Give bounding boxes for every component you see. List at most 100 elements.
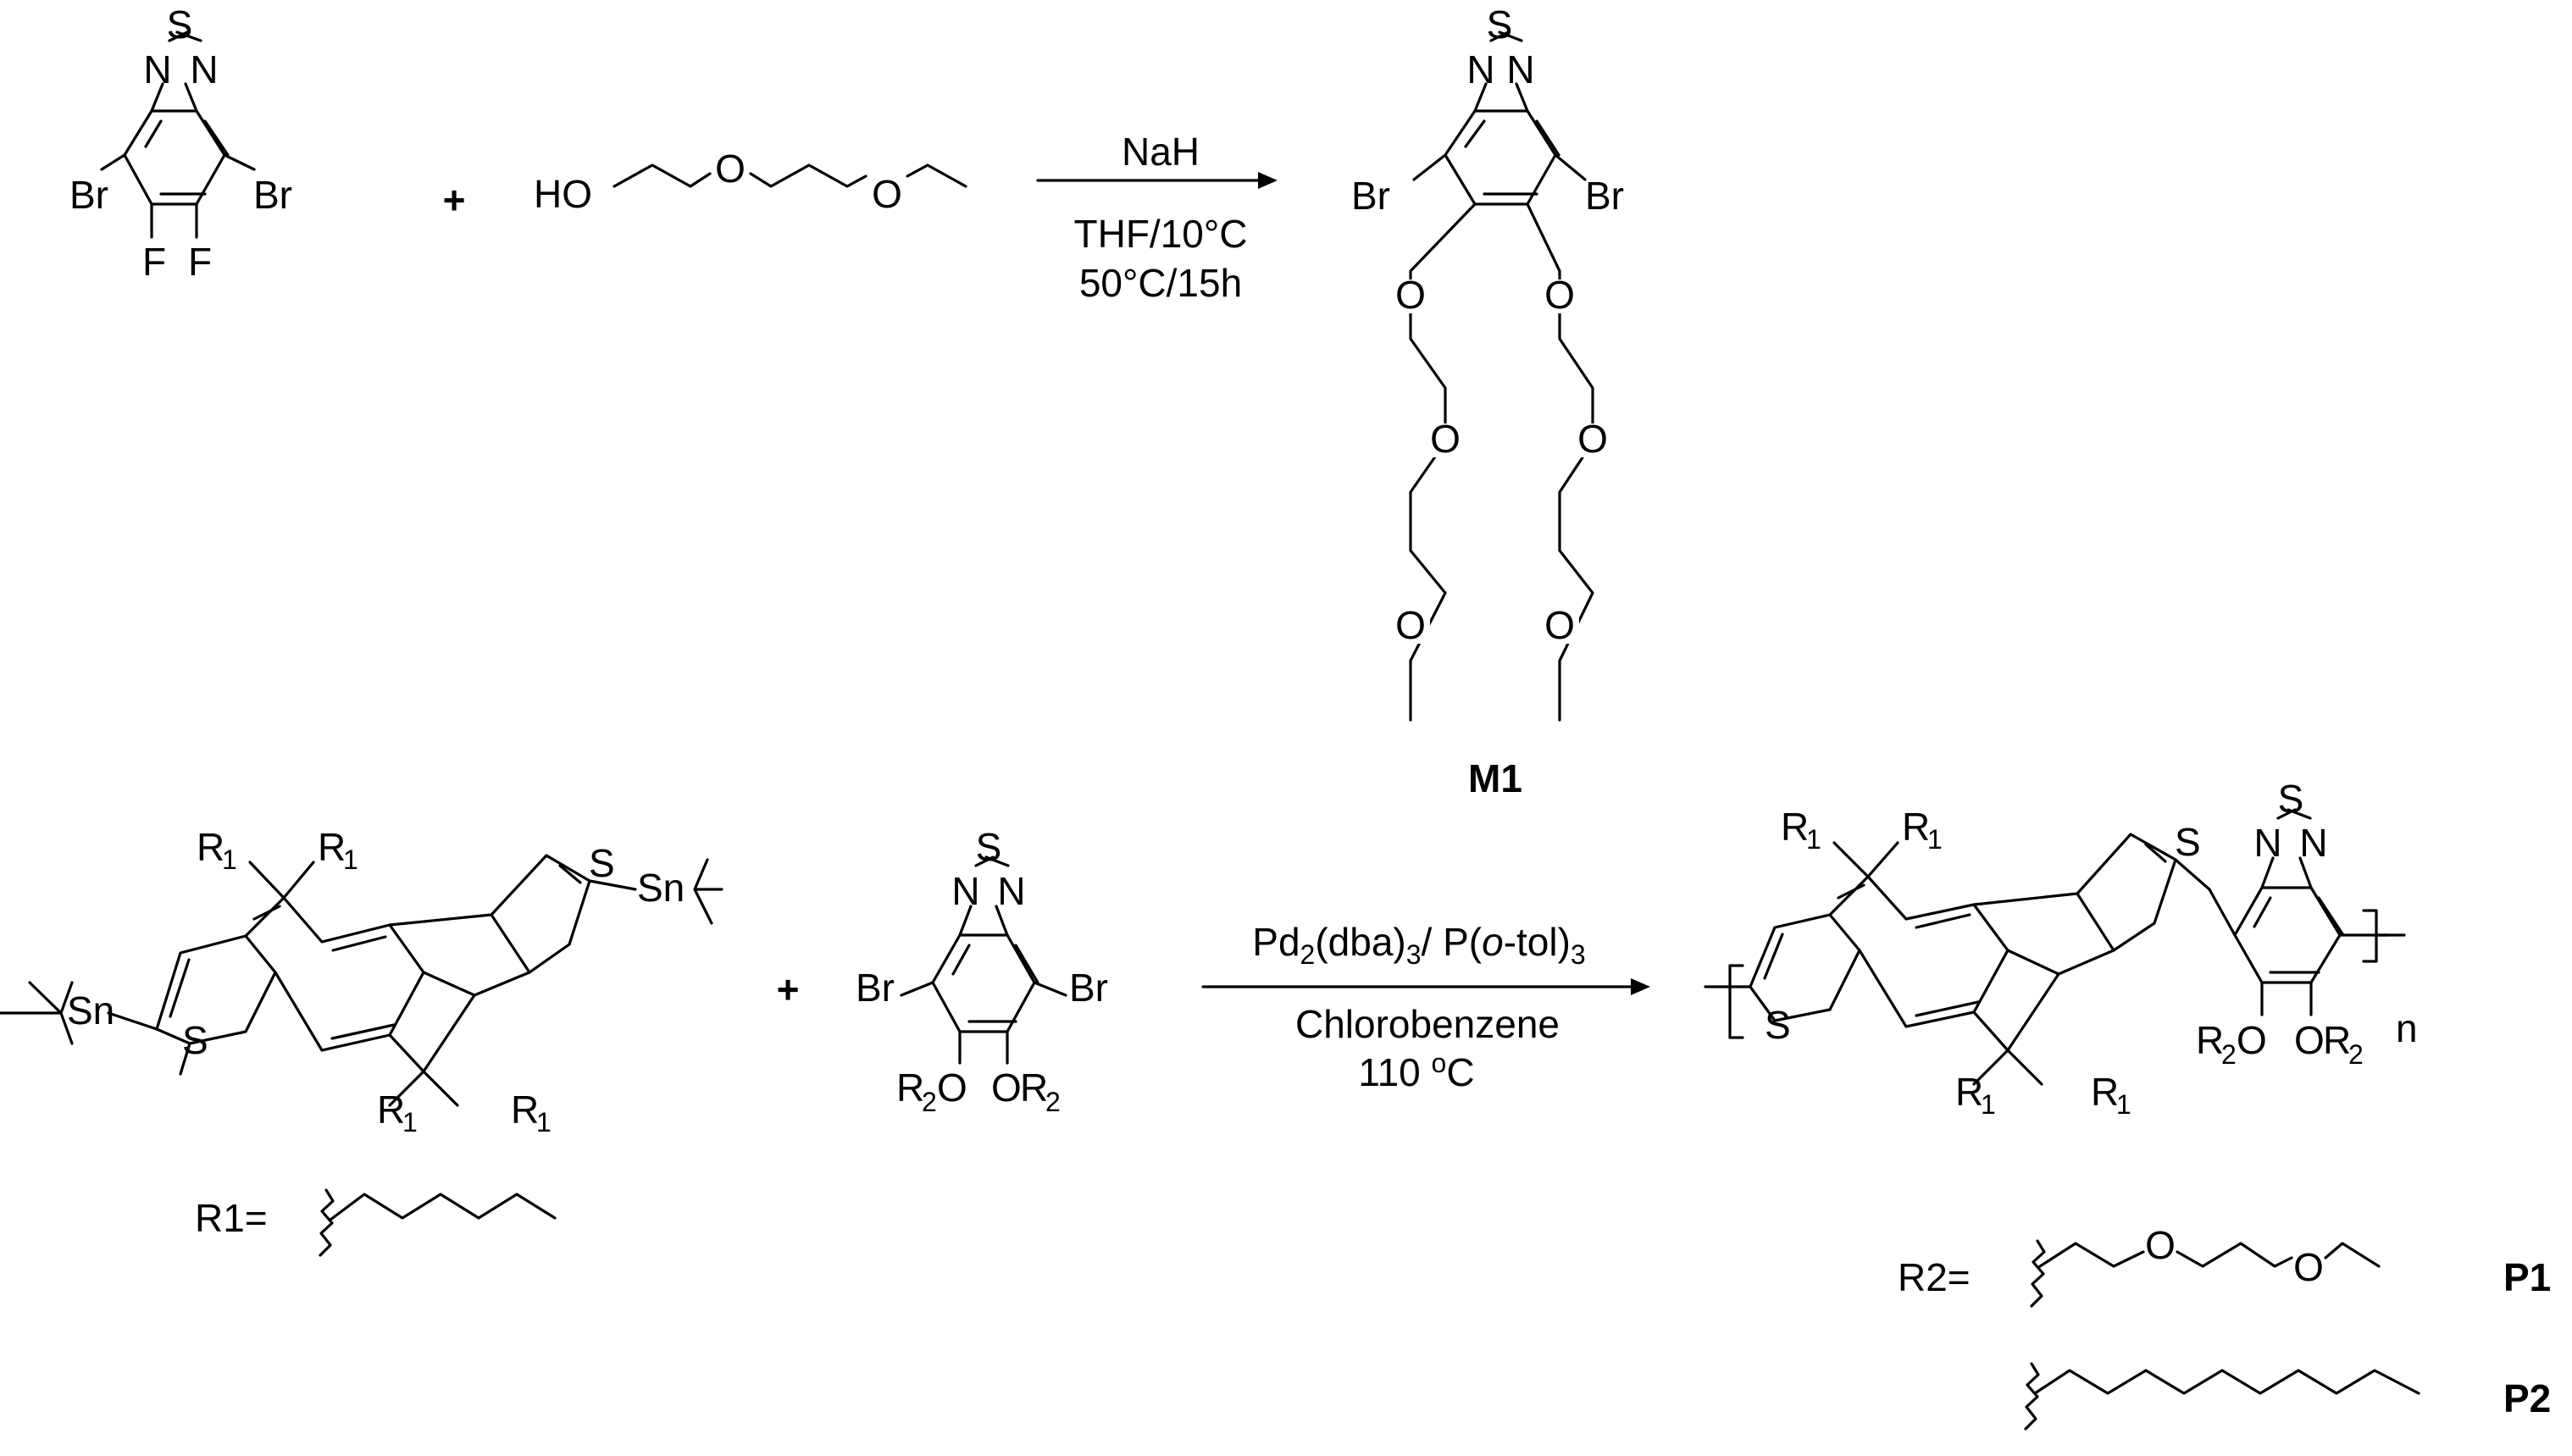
svg-text:R: R <box>1955 1070 1983 1114</box>
distannyl-idt-monomer: S S Sn Sn R 1 R 1 R 1 R 1 <box>0 825 723 1138</box>
atom-o: O <box>1544 603 1575 647</box>
svg-text:R: R <box>377 1088 405 1132</box>
atom-s: S <box>1487 3 1513 47</box>
svg-text:R: R <box>2091 1070 2119 1114</box>
svg-text:R: R <box>197 825 224 869</box>
svg-text:O: O <box>991 1066 1022 1110</box>
or2-left: R 2 O <box>896 1066 967 1117</box>
atom-s: S <box>182 1018 208 1062</box>
atom-n: N <box>997 869 1025 913</box>
plus-sign: + <box>777 967 800 1011</box>
atom-s: S <box>589 841 615 885</box>
r1-group-top-left: R 1 <box>197 825 237 875</box>
svg-text:O: O <box>2294 1018 2325 1062</box>
svg-text:2: 2 <box>1045 1087 1061 1117</box>
atom-n: N <box>190 47 218 91</box>
atom-br: Br <box>69 173 108 217</box>
svg-text:R: R <box>318 825 346 869</box>
hydroxyl-group: HO <box>534 172 592 216</box>
product-label-m1: M1 <box>1468 756 1522 800</box>
dibromo-difluoro-benzothiadiazole: N S N Br Br F F <box>69 3 292 284</box>
atom-s: S <box>2175 820 2201 864</box>
svg-text:O: O <box>937 1066 967 1110</box>
r2-ether-chain: O O <box>2030 1223 2381 1308</box>
atom-n: N <box>143 47 171 91</box>
svg-text:R: R <box>2196 1018 2224 1062</box>
polymer-repeat-unit: S S N S N n R 1 R 1 R 1 R 1 R 2 O O R 2 <box>1704 777 2418 1120</box>
plus-sign: + <box>443 178 466 222</box>
svg-text:R: R <box>1902 805 1930 849</box>
atom-br: Br <box>1069 966 1108 1010</box>
atom-o: O <box>1395 273 1426 317</box>
r1-hexyl-chain <box>319 1188 557 1257</box>
dibromo-dialkoxy-benzothiadiazole: N S N Br Br R 2 O O R 2 <box>856 825 1108 1117</box>
r2-octyl-chain <box>2024 1362 2420 1431</box>
monomer-m1-structure: N S N Br Br O O O O O O <box>1351 3 1624 722</box>
atom-br: Br <box>253 173 292 217</box>
solvent-chlorobenzene: Chlorobenzene <box>1295 1002 1560 1046</box>
or2-right: O R 2 <box>2294 1018 2364 1070</box>
r1-group-bottom-left: R 1 <box>377 1088 418 1138</box>
svg-text:1: 1 <box>1981 1089 1996 1120</box>
svg-text:1: 1 <box>2116 1089 2131 1120</box>
atom-o: O <box>2145 1223 2176 1267</box>
atom-n: N <box>2299 821 2327 865</box>
r1-group-top-right: R 1 <box>318 825 358 875</box>
atom-n: N <box>2253 821 2281 865</box>
atom-n: N <box>951 869 979 913</box>
svg-text:1: 1 <box>343 844 358 875</box>
reaction-arrow-1 <box>1036 172 1278 189</box>
atom-o: O <box>715 147 746 191</box>
svg-text:O: O <box>2237 1018 2267 1062</box>
svg-text:2: 2 <box>2348 1039 2364 1070</box>
atom-s: S <box>2278 777 2304 821</box>
r1-group-bottom-left: R 1 <box>1955 1070 1996 1120</box>
repeat-count-n: n <box>2396 1006 2418 1050</box>
reaction-temperature: 110 oC <box>1358 1048 1474 1094</box>
atom-o: O <box>1395 603 1426 647</box>
atom-n: N <box>1506 47 1534 91</box>
svg-text:2: 2 <box>922 1087 937 1117</box>
svg-text:R: R <box>2323 1018 2351 1062</box>
atom-sn: Sn <box>67 988 114 1032</box>
atom-br: Br <box>1351 174 1390 218</box>
r1-group-top-right: R 1 <box>1902 805 1943 855</box>
catalyst-system: Pd2(dba)3/ P(o-tol)3 <box>1252 920 1585 970</box>
svg-text:1: 1 <box>536 1107 552 1138</box>
or2-left: R 2 O <box>2196 1018 2267 1070</box>
svg-text:2: 2 <box>2221 1039 2237 1070</box>
svg-text:1: 1 <box>1927 824 1943 855</box>
atom-o: O <box>1430 417 1461 461</box>
atom-s: S <box>976 825 1002 869</box>
atom-n: N <box>1466 47 1494 91</box>
diethylene-glycol-ethyl-ether: HO O O <box>534 147 967 216</box>
condition-temperature-time: 50°C/15h <box>1079 261 1242 305</box>
svg-text:R: R <box>1781 805 1809 849</box>
svg-text:R: R <box>1020 1066 1048 1110</box>
reaction-arrow-2 <box>1201 978 1650 995</box>
svg-text:1: 1 <box>402 1107 418 1138</box>
r1-group-bottom-right: R 1 <box>511 1088 552 1138</box>
polymer-label-p1: P1 <box>2503 1255 2551 1299</box>
atom-s: S <box>1765 1003 1791 1047</box>
atom-o: O <box>1577 417 1608 461</box>
r1-group-bottom-right: R 1 <box>2091 1070 2131 1120</box>
svg-text:R: R <box>511 1088 539 1132</box>
atom-br: Br <box>1585 174 1624 218</box>
atom-f: F <box>188 240 212 284</box>
atom-f: F <box>142 240 166 284</box>
r2-definition-label: R2= <box>1898 1255 1971 1299</box>
r1-group-top-left: R 1 <box>1781 805 1821 855</box>
svg-text:1: 1 <box>1806 824 1821 855</box>
atom-o: O <box>2293 1245 2324 1289</box>
r1-definition-label: R1= <box>195 1196 268 1240</box>
or2-right: O R 2 <box>991 1066 1061 1117</box>
atom-o: O <box>872 172 902 216</box>
polymer-label-p2: P2 <box>2503 1376 2551 1420</box>
atom-o: O <box>1544 273 1575 317</box>
svg-text:R: R <box>896 1066 924 1110</box>
atom-sn: Sn <box>637 866 685 910</box>
atom-br: Br <box>856 966 895 1010</box>
condition-thf: THF/10°C <box>1074 212 1248 256</box>
